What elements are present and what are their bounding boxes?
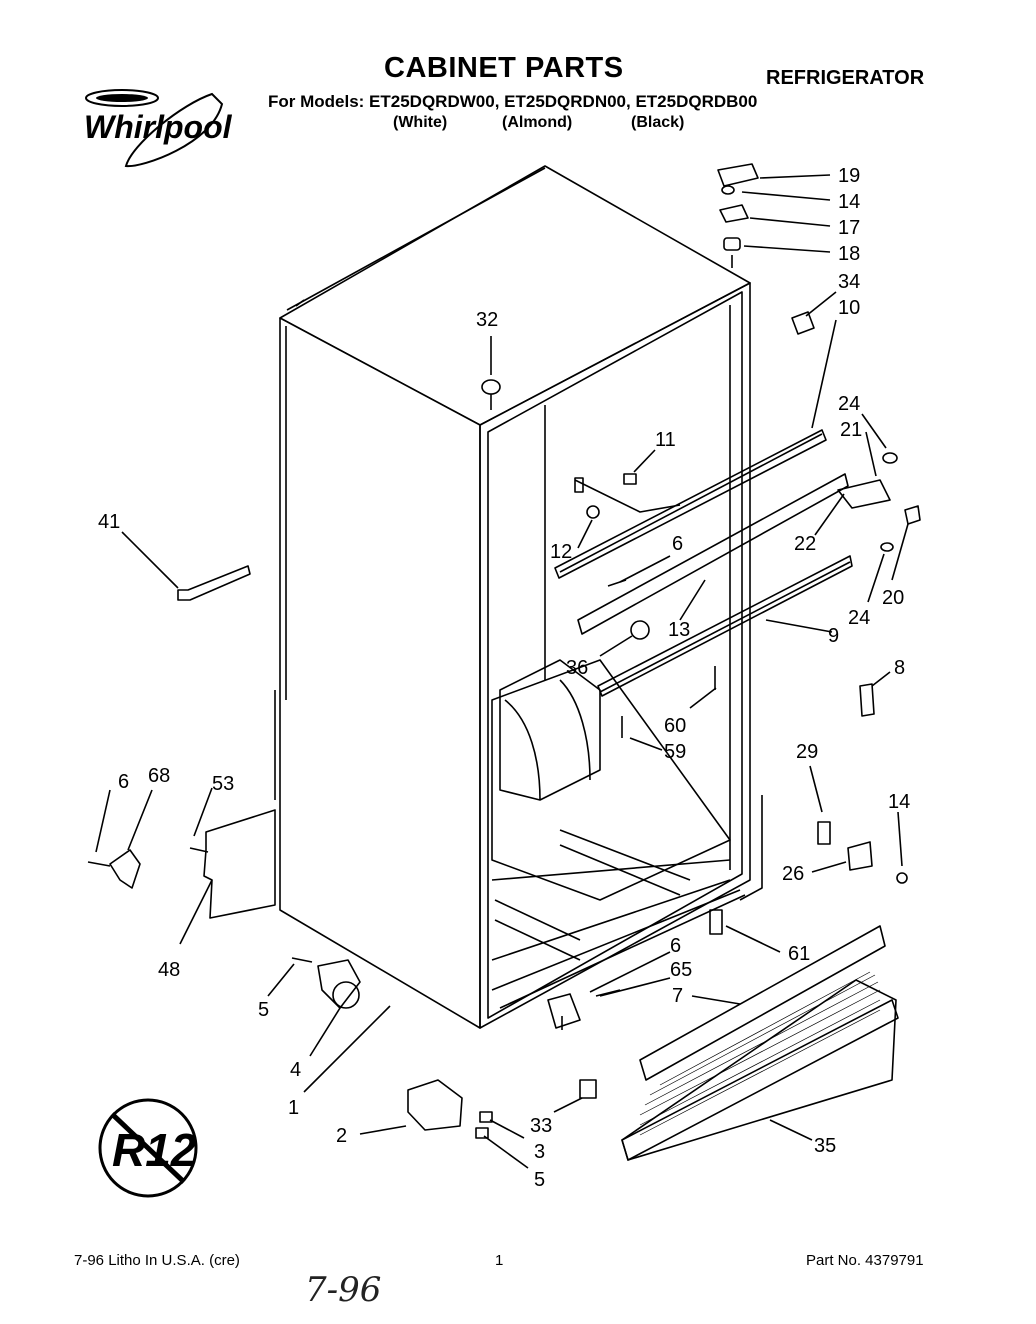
roller-and-hinge — [291, 957, 493, 1139]
callout-3: 3 — [534, 1141, 545, 1163]
callout-12: 12 — [550, 541, 572, 563]
callout-10: 10 — [838, 297, 860, 319]
color-almond-label: (Almond) — [502, 114, 573, 131]
callout-1: 1 — [288, 1097, 299, 1119]
r12-badge-text: R12 — [112, 1124, 197, 1176]
callout-21: 21 — [840, 419, 862, 441]
callout-19: 19 — [838, 165, 860, 187]
callout-11: 11 — [655, 429, 676, 451]
litho-note: 7-96 Litho In U.S.A. (cre) — [74, 1252, 240, 1269]
right-toe-bracket — [709, 795, 908, 935]
callout-6-left: 6 — [118, 771, 129, 793]
callout-34: 34 — [838, 271, 860, 293]
color-black-label: (Black) — [631, 114, 685, 131]
cable-tie-and-plug — [177, 379, 501, 601]
callout-26: 26 — [782, 863, 804, 885]
callout-29: 29 — [796, 741, 818, 763]
callout-13: 13 — [668, 619, 690, 641]
color-white-label: (White) — [393, 114, 448, 131]
r12-prohibited-badge: R12 — [98, 1098, 198, 1198]
callout-20: 20 — [882, 587, 904, 609]
handwritten-date: 7-96 — [305, 1270, 382, 1310]
top-hinge-assembly — [717, 163, 815, 335]
callout-7: 7 — [672, 985, 683, 1007]
grille-and-panel — [547, 925, 899, 1161]
callout-2: 2 — [336, 1125, 347, 1147]
callout-41: 41 — [98, 511, 120, 533]
svg-text:Whirlpool: Whirlpool — [84, 109, 232, 145]
callout-numbers: 19 14 17 18 34 10 32 24 21 11 41 12 6 22… — [98, 165, 910, 1191]
callout-6-bottom: 6 — [670, 935, 681, 957]
callout-68: 68 — [148, 765, 170, 787]
callout-24-top: 24 — [838, 393, 860, 415]
callout-32: 32 — [476, 309, 498, 331]
page-number: 1 — [495, 1252, 504, 1269]
callout-9: 9 — [828, 625, 839, 647]
callout-5-roller: 5 — [258, 999, 269, 1021]
callout-22: 22 — [794, 533, 816, 555]
callout-48: 48 — [158, 959, 180, 981]
left-toe-bracket — [87, 809, 276, 919]
part-number: Part No. 4379791 — [806, 1252, 924, 1269]
callout-leaders — [95, 174, 909, 1169]
callout-33: 33 — [530, 1115, 552, 1137]
callout-8: 8 — [894, 657, 905, 679]
callout-5-hinge: 5 — [534, 1169, 545, 1191]
callout-53: 53 — [212, 773, 234, 795]
callout-18: 18 — [838, 243, 860, 265]
cabinet-shell — [274, 165, 751, 1029]
callout-59: 59 — [664, 741, 686, 763]
appliance-category: REFRIGERATOR — [766, 67, 925, 89]
callout-24-bottom: 24 — [848, 607, 870, 629]
callout-65: 65 — [670, 959, 692, 981]
rail-assembly — [554, 429, 921, 738]
whirlpool-logo: Whirlpool — [84, 89, 232, 168]
callout-6-rail: 6 — [672, 533, 683, 555]
models-line: For Models: ET25DQRDW00, ET25DQRDN00, ET… — [268, 92, 758, 111]
callout-17: 17 — [838, 217, 860, 239]
liner-floor — [491, 659, 746, 1009]
page-title: CABINET PARTS — [384, 52, 624, 84]
callout-61: 61 — [788, 943, 810, 965]
callout-4: 4 — [290, 1059, 301, 1081]
callout-36: 36 — [566, 657, 588, 679]
callout-14: 14 — [838, 191, 860, 213]
callout-60: 60 — [664, 715, 686, 737]
callout-35: 35 — [814, 1135, 836, 1157]
callout-14-right: 14 — [888, 791, 910, 813]
